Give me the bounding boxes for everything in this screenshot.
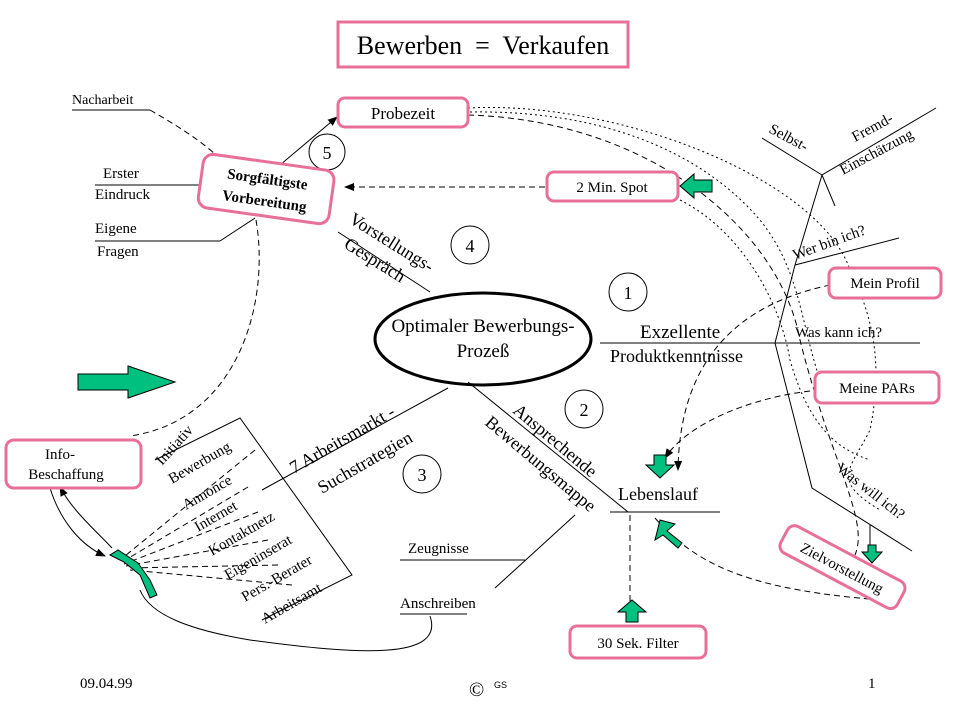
exzellente-label-1: Exzellente (640, 322, 720, 343)
center-text-line2: Prozeß (457, 341, 510, 362)
number-2: 2 (580, 400, 589, 420)
number-1: 1 (624, 283, 633, 303)
fragen-label: Fragen (97, 244, 139, 260)
spot-box[interactable] (545, 170, 680, 203)
erster-label: Erster (103, 166, 139, 182)
was-kann-ich-label: Was kann ich? (795, 325, 882, 341)
probezeit-box[interactable] (336, 96, 470, 129)
filter-box[interactable] (568, 624, 708, 660)
number-5: 5 (323, 143, 332, 163)
filter-label: 30 Sek. Filter (597, 636, 678, 652)
selbst-label: Selbst- (766, 121, 810, 155)
center-ellipse (373, 291, 593, 387)
footer-page-number: 1 (868, 676, 876, 692)
eigene-label: Eigene (95, 221, 137, 237)
number-circle-4 (450, 225, 490, 265)
title-text: Bewerben = Verkaufen (357, 31, 609, 60)
footer-initials: GS (494, 680, 507, 690)
was-will-ich-label: Was will ich? (834, 461, 908, 524)
meine-pars-box[interactable] (813, 370, 941, 405)
eindruck-label: Eindruck (95, 187, 150, 203)
curve-lines (49, 486, 433, 652)
number-circle-1 (608, 272, 648, 312)
structure-lines (72, 107, 937, 621)
number-circle-3 (402, 454, 442, 494)
dashed-connectors (119, 109, 881, 612)
green-arrows (77, 172, 884, 623)
meine-pars-label: Meine PARs (839, 381, 915, 397)
probezeit-label: Probezeit (371, 104, 435, 123)
center-text-line1: Optimaler Bewerbungs- (391, 316, 574, 337)
footer-date: 09.04.99 (80, 676, 133, 692)
footer-copyright: © (469, 679, 484, 701)
nacharbeit-label: Nacharbeit (72, 93, 134, 108)
exzellente-label-2: Produktkenntnisse (610, 346, 743, 366)
info-beschaffung-box[interactable] (4, 438, 143, 490)
spot-label: 2 Min. Spot (576, 180, 648, 196)
lebenslauf-label: Lebenslauf (618, 484, 698, 504)
wer-bin-ich-label: Wer bin ich? (791, 223, 868, 264)
title-box (336, 20, 630, 69)
number-circle-2 (564, 389, 604, 429)
mein-profil-label: Mein Profil (850, 276, 920, 292)
zeugnisse-label: Zeugnisse (408, 541, 469, 557)
number-4: 4 (466, 236, 475, 256)
info-label-line1: Info- (45, 447, 75, 463)
number-3: 3 (418, 465, 427, 485)
info-label-line2: Beschaffung (28, 467, 104, 483)
mein-profil-box[interactable] (827, 266, 943, 300)
anschreiben-label: Anschreiben (400, 596, 476, 612)
vorbereitung-box[interactable]: Sorgfältigste Vorbereitung (196, 152, 336, 226)
